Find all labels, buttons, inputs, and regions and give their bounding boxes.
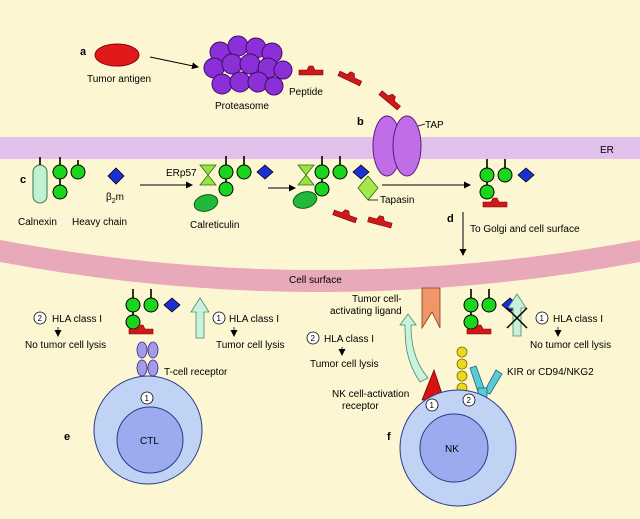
- peptide-shape-3: [378, 87, 404, 111]
- ctl-label: CTL: [140, 436, 159, 447]
- nk-receptor-label-1: NK cell-activation: [332, 389, 409, 400]
- ctl-nucleus: [116, 406, 184, 474]
- panel-letter-b: b: [357, 116, 364, 128]
- activating-ligand-shape: [421, 287, 441, 330]
- panel-letter-c: c: [20, 174, 26, 186]
- ctl-marker-2: 2: [38, 314, 43, 323]
- panel-letter-f: f: [387, 431, 391, 443]
- tapasin-shape: [357, 175, 379, 201]
- peptide-shape-5: [367, 212, 394, 229]
- panel-letter-d: d: [447, 213, 454, 225]
- nk-outcome-1-title: HLA class I: [553, 314, 603, 325]
- calreticulin-shape: [193, 194, 219, 212]
- proteasome-shape: [203, 35, 293, 96]
- tap-label: TAP: [425, 120, 444, 131]
- to-golgi-label: To Golgi and cell surface: [470, 224, 580, 235]
- tumor-ligand-label-2: activating ligand: [330, 306, 402, 317]
- nk-nucleus: [419, 413, 489, 483]
- cell-surface-label: Cell surface: [289, 275, 342, 286]
- nk-marker-1: 1: [540, 314, 545, 323]
- heavy-chain-shape: [52, 157, 86, 200]
- er-label: ER: [600, 145, 614, 156]
- peptide-label: Peptide: [289, 87, 323, 98]
- kir-label: KIR or CD94/NKG2: [507, 367, 594, 378]
- calnexin-label: Calnexin: [18, 217, 57, 228]
- ctl-up-arrow: [190, 297, 210, 339]
- panel-letter-a: a: [80, 46, 87, 58]
- peptide-shape-1: [298, 65, 324, 76]
- nk-yellow-receptor: [456, 346, 468, 394]
- er-membrane: [0, 137, 640, 159]
- nk-up-arrow-2: [507, 293, 527, 337]
- nk-marker-2: 2: [311, 334, 316, 343]
- ctl-marker-1: 1: [217, 314, 222, 323]
- tumor-antigen-label: Tumor antigen: [87, 74, 151, 85]
- ctl-outcome-2-title: HLA class I: [52, 314, 102, 325]
- tapasin-label: Tapasin: [380, 195, 414, 206]
- nk-outcome-2-result: Tumor cell lysis: [310, 359, 379, 370]
- tumor-antigen-shape: [94, 43, 140, 67]
- b2m-sub: 2: [112, 198, 116, 205]
- cell-surface-membrane: [0, 240, 640, 292]
- mhc-surface-ctl: [125, 288, 181, 330]
- ctl-receptor-marker: 1: [145, 394, 150, 403]
- b2m-m: m: [116, 192, 124, 203]
- erp57-shape: [199, 164, 217, 186]
- nk-kir-marker: 2: [467, 396, 472, 405]
- ctl-outcome-1-result: Tumor cell lysis: [216, 340, 285, 351]
- inhibition-x-icon: [506, 307, 528, 329]
- mhc-complex-1: [218, 155, 274, 197]
- peptide-shape-4: [332, 205, 359, 224]
- svg-text:β2m: β2m: [106, 192, 124, 205]
- nk-label: NK: [445, 444, 459, 455]
- panel-letter-e: e: [64, 431, 70, 443]
- heavy-chain-label: Heavy chain: [72, 217, 127, 228]
- b2m-shape: [107, 167, 125, 185]
- mhc-complex-loaded: [479, 158, 535, 200]
- nk-outcome-2-title: HLA class I: [324, 334, 374, 345]
- t-cell-receptor-shape: [136, 341, 159, 377]
- nk-receptor-label-2: receptor: [342, 401, 379, 412]
- b2m-beta: β: [106, 192, 112, 203]
- ctl-outcome-2-result: No tumor cell lysis: [25, 340, 106, 351]
- erp57-shape-2: [297, 164, 315, 186]
- calreticulin-label: Calreticulin: [190, 220, 239, 231]
- calreticulin-shape-2: [292, 191, 318, 209]
- tumor-ligand-label-1: Tumor cell-: [352, 294, 402, 305]
- calnexin-shape: [32, 164, 48, 204]
- peptide-shape-2: [337, 67, 364, 87]
- nk-up-arrow: [399, 313, 429, 383]
- ctl-outcome-1-title: HLA class I: [229, 314, 279, 325]
- proteasome-label: Proteasome: [215, 101, 269, 112]
- mhc-surface-nk: [463, 288, 519, 330]
- nk-receptor-marker: 1: [430, 401, 435, 410]
- antigen-to-proteasome-arrow: [149, 56, 199, 70]
- erp57-label: ERp57: [166, 168, 197, 179]
- nk-outcome-1-result: No tumor cell lysis: [530, 340, 611, 351]
- t-cell-receptor-label: T-cell receptor: [164, 367, 228, 378]
- tap-right-shape: [392, 115, 422, 177]
